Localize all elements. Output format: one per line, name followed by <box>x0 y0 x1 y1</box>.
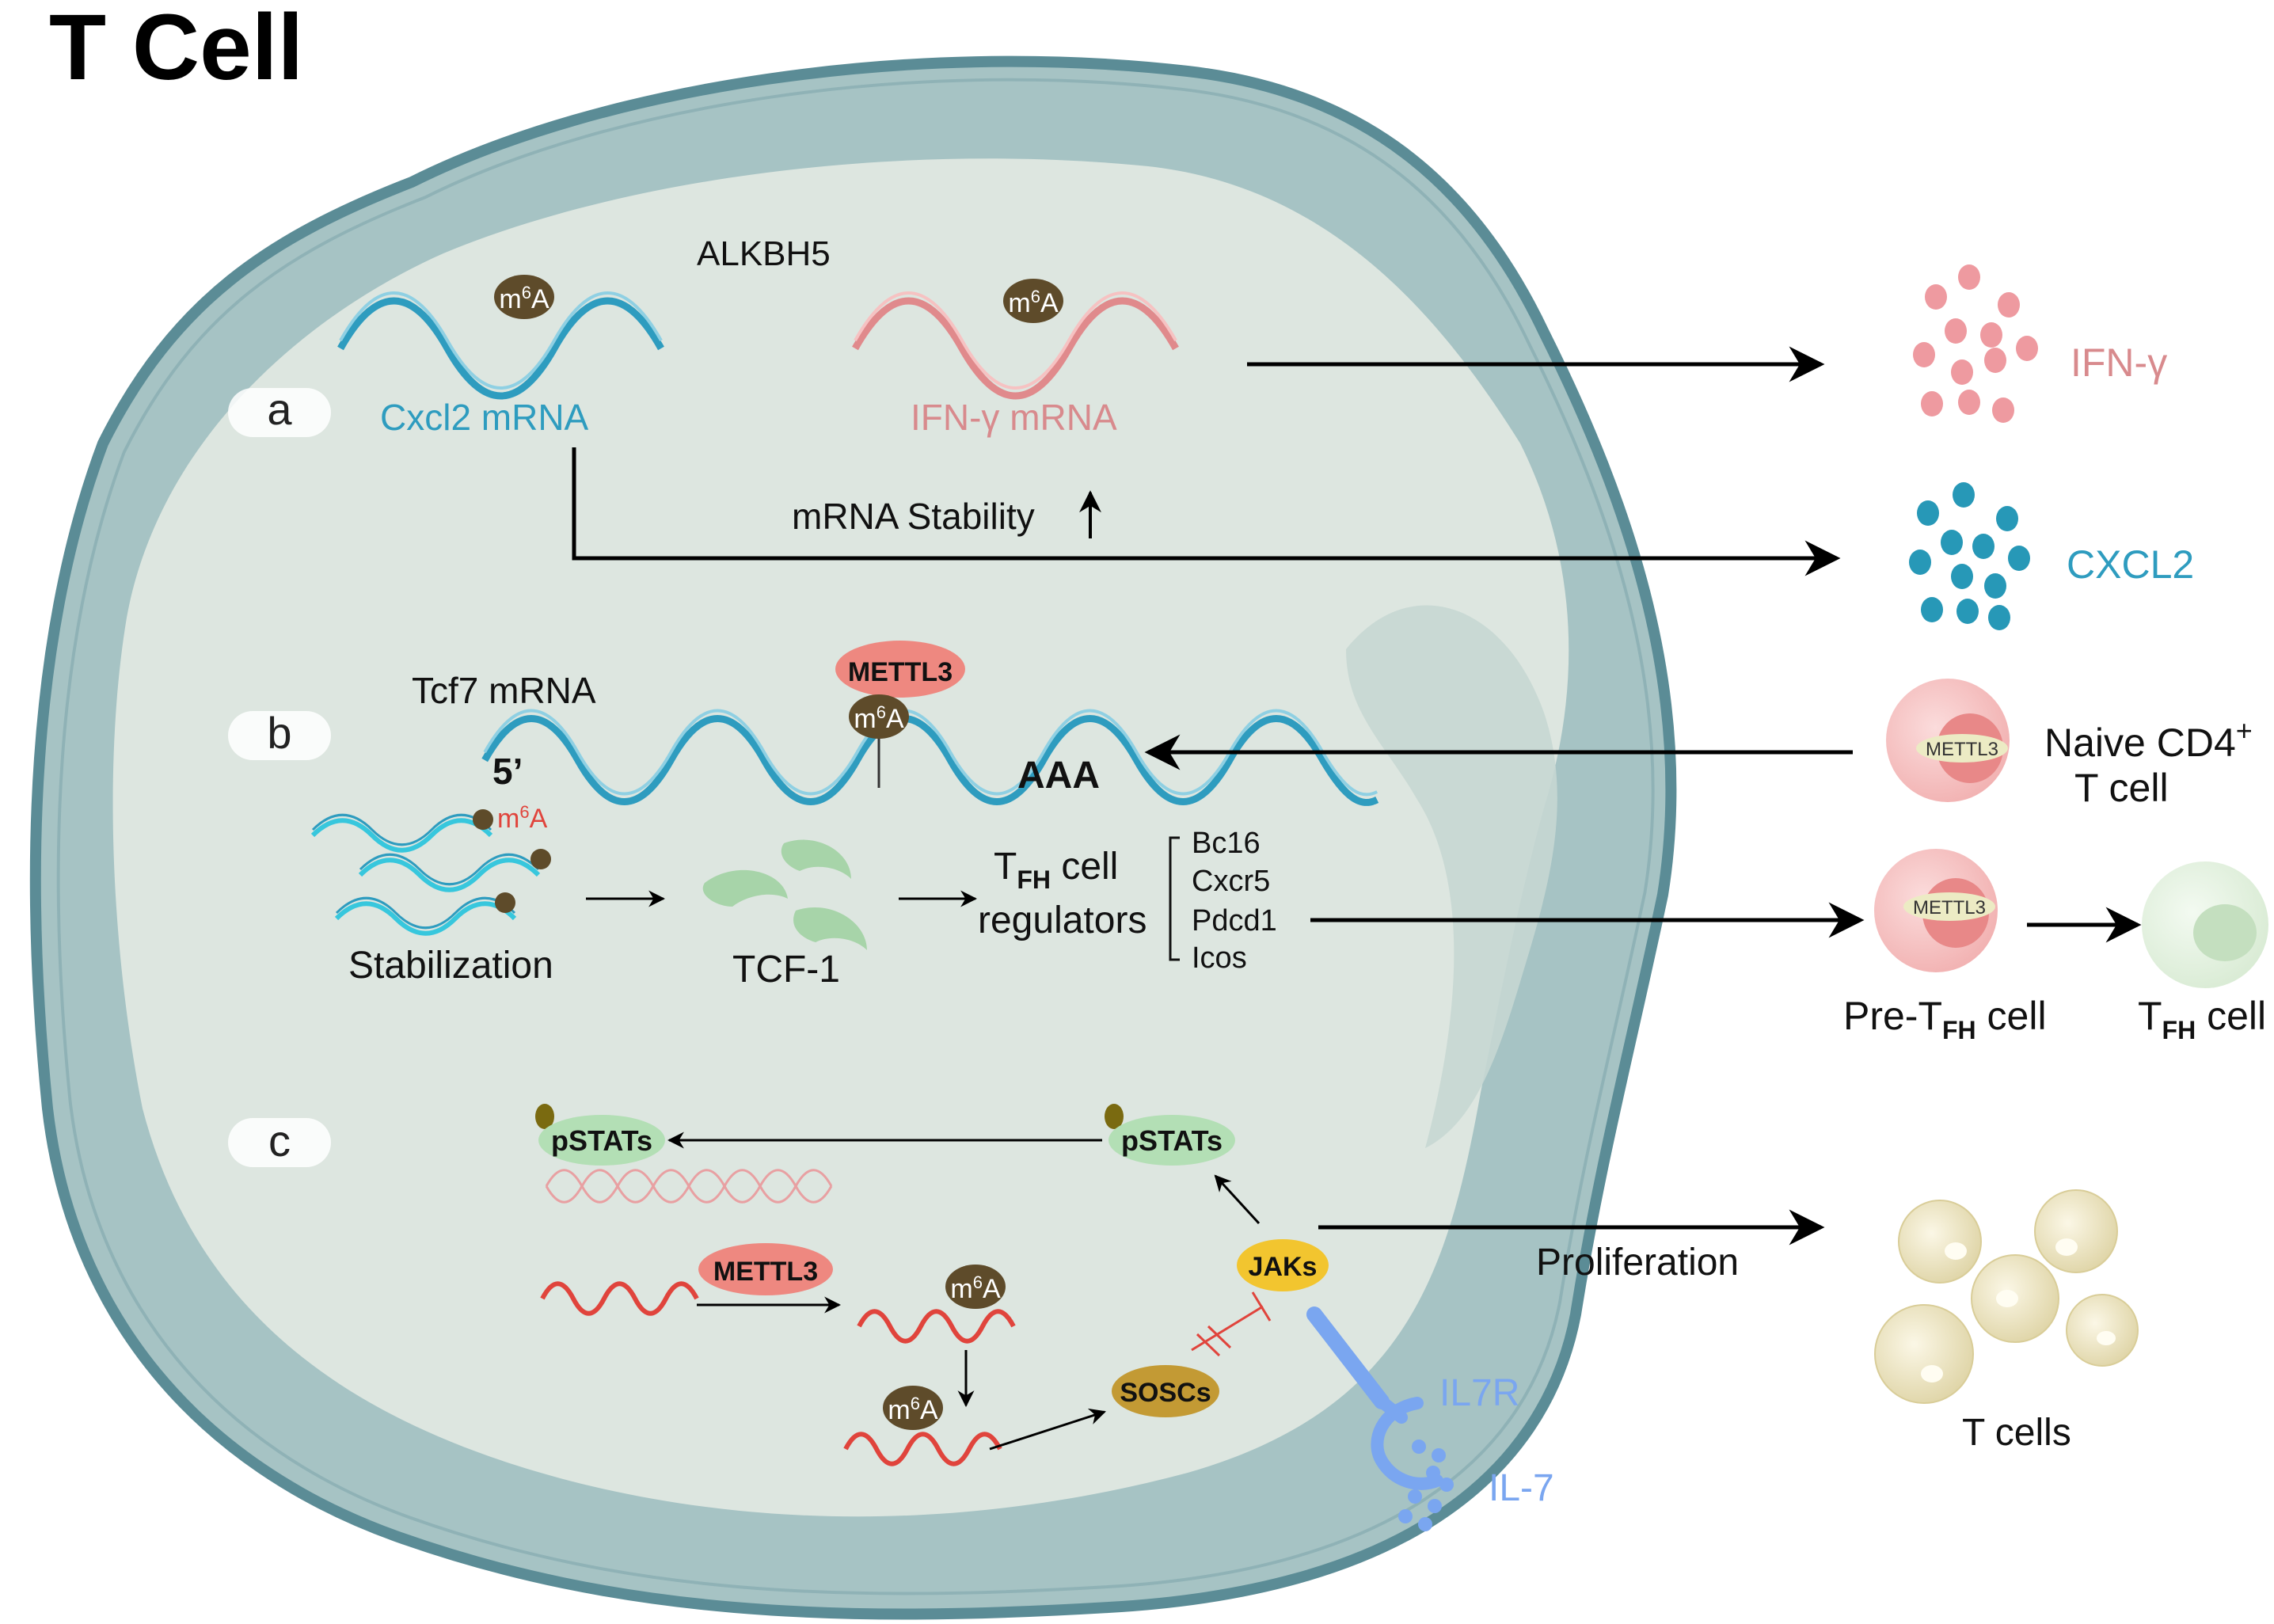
red-mrna-methylated <box>857 1309 1016 1344</box>
m6a-marker-c2: m6A <box>883 1386 943 1430</box>
mrna-stability-label: mRNA Stability <box>792 496 1035 537</box>
gene-pdcd1: Pdcd1 <box>1192 904 1277 938</box>
il7-cytokine-dots <box>1398 1440 1454 1531</box>
red-mrna-methylated-2 <box>843 1432 1002 1466</box>
svg-text:m6A: m6A <box>1008 287 1059 318</box>
section-b-badge <box>228 711 331 760</box>
soscs-inhibit-jaks <box>1191 1291 1272 1357</box>
soscs-badge: SOSCs <box>1112 1365 1219 1417</box>
tfh-cell-label: TFH cell <box>2138 994 2266 1044</box>
naive-cd4-label: Naive CD4+ <box>2044 714 2253 765</box>
red-mrna-unmodified <box>540 1281 699 1316</box>
gene-cxcr5: Cxcr5 <box>1192 865 1270 898</box>
dna-helix <box>545 1169 833 1204</box>
cytoplasm-shading <box>1346 605 1557 1148</box>
cxcl2-protein-dots <box>1909 482 2030 630</box>
cxcl2-protein-label: CXCL2 <box>2067 542 2194 587</box>
naive-t-cell-label: T cell <box>2074 766 2169 810</box>
il7-label: IL-7 <box>1489 1467 1554 1509</box>
five-prime-label: 5’ <box>492 751 523 792</box>
regulators-label: regulators <box>978 899 1147 941</box>
t-cells-cluster <box>1874 1189 2139 1404</box>
section-a-label: a <box>267 384 292 434</box>
alkbh5-label: ALKBH5 <box>697 234 831 273</box>
t-cells-label: T cells <box>1962 1412 2071 1454</box>
tcf7-mrna-strand-2 <box>483 709 1378 797</box>
phospho-dot-left <box>535 1104 554 1129</box>
tfh-regulators-title: TFH cell <box>994 846 1118 894</box>
svg-text:m6A: m6A <box>499 283 549 314</box>
m6a-marker-cxcl2: m6A <box>494 275 554 319</box>
il7r-label: IL7R <box>1439 1372 1519 1414</box>
section-c-badge <box>228 1118 331 1167</box>
arrow-jaks-to-pstats <box>1214 1174 1261 1225</box>
cell-inner-membrane <box>56 78 1655 1595</box>
svg-text:JAKs: JAKs <box>1249 1252 1318 1282</box>
proliferation-label: Proliferation <box>1536 1242 1739 1284</box>
section-a-badge <box>228 388 331 437</box>
arrow-to-soscs <box>989 1408 1106 1451</box>
svg-text:m6A: m6A <box>950 1272 1001 1304</box>
svg-text:METTL3: METTL3 <box>713 1257 818 1287</box>
pre-tfh-label: Pre-TFH cell <box>1843 994 2047 1044</box>
pstats-right: pSTATs <box>1108 1115 1235 1166</box>
pre-tfh-cell: METTL3 <box>1874 849 1998 972</box>
jaks-badge: JAKs <box>1237 1239 1329 1291</box>
ifng-protein-dots <box>1913 264 2038 423</box>
il7r-receptor <box>1306 1306 1443 1490</box>
ifng-mrna-label: IFN-γ mRNA <box>911 397 1117 438</box>
svg-text:m6A: m6A <box>888 1394 938 1425</box>
stabilization-label: Stabilization <box>348 945 553 987</box>
ifng-mrna-strand <box>852 297 1179 400</box>
gene-bracket <box>1169 836 1180 961</box>
stabilized-mrna-group: m6A <box>310 802 551 936</box>
tcf1-label: TCF-1 <box>732 949 840 991</box>
tfh-cell <box>2142 861 2268 988</box>
page-title: T Cell <box>49 0 303 100</box>
tcf7-mrna-label: Tcf7 mRNA <box>412 670 596 711</box>
poly-a-tail-label: AAA <box>1017 755 1100 797</box>
svg-text:SOSCs: SOSCs <box>1120 1378 1211 1408</box>
gene-icos: Icos <box>1192 941 1247 975</box>
svg-text:pSTATs: pSTATs <box>1121 1124 1223 1157</box>
naive-cd4-cell: METTL3 <box>1886 679 2010 802</box>
mettl3-badge-c: METTL3 <box>698 1243 833 1295</box>
svg-text:METTL3: METTL3 <box>1926 739 1998 760</box>
mettl3-badge-tcf7: METTL3 <box>835 641 965 698</box>
m6a-marker-c1: m6A <box>945 1265 1006 1309</box>
svg-text:m6A: m6A <box>854 702 904 734</box>
cxcl2-mrna-label: Cxcl2 mRNA <box>380 397 589 438</box>
gene-bc16: Bc16 <box>1192 827 1261 860</box>
cytoplasm <box>112 158 1569 1517</box>
svg-text:m6A: m6A <box>497 802 548 834</box>
m6a-marker-ifng: m6A <box>1003 279 1063 323</box>
tcf1-proteins <box>702 839 867 950</box>
svg-text:METTL3: METTL3 <box>1913 897 1986 918</box>
cxcl2-mrna-strand-2 <box>339 291 663 390</box>
m6a-marker-tcf7: m6A <box>849 694 909 739</box>
phospho-dot-right <box>1105 1104 1124 1129</box>
ifng-protein-label: IFN-γ <box>2071 340 2167 385</box>
cxcl2-mrna-strand <box>337 297 664 400</box>
ifng-mrna-strand-2 <box>854 291 1177 390</box>
pstats-left: pSTATs <box>538 1115 665 1166</box>
svg-text:METTL3: METTL3 <box>848 657 953 687</box>
section-b-label: b <box>267 708 291 758</box>
arrow-cxcl2-out <box>572 447 1841 576</box>
svg-text:pSTATs: pSTATs <box>551 1124 652 1157</box>
section-c-label: c <box>268 1116 291 1166</box>
tcf7-mrna-strand <box>481 715 1379 806</box>
